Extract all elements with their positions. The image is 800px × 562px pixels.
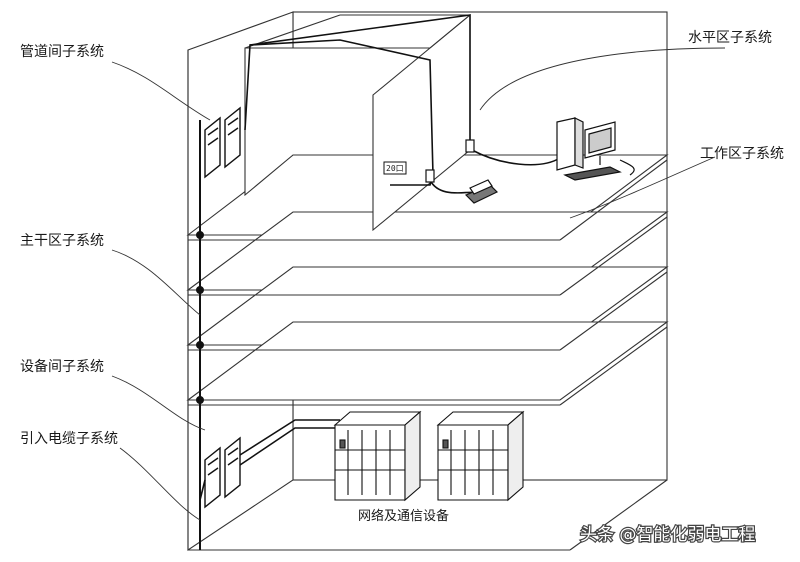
- network-rack-2: [436, 410, 525, 502]
- pc-tower-icon: [556, 117, 576, 171]
- label-horizontal-subsystem: 水平区子系统: [688, 30, 772, 46]
- leader-lines: [111, 47, 726, 521]
- label-work-area-subsystem: 工作区子系统: [700, 146, 784, 162]
- label-pipe-room-subsystem: 管道间子系统: [20, 44, 104, 60]
- label-backbone-subsystem: 主干区子系统: [20, 233, 104, 249]
- pipe-room-patch-panel: [204, 106, 241, 179]
- label-network-equipment: 网络及通信设备: [358, 508, 449, 524]
- keyboard-icon: [563, 166, 622, 181]
- room-back-wall: [244, 47, 431, 197]
- label-cable-entry-subsystem: 引入电缆子系统: [20, 431, 118, 447]
- equipment-room-cabling: [199, 419, 340, 501]
- watermark: 头条 @智能化弱电工程: [580, 525, 755, 545]
- label-equipment-room-subsystem: 设备间子系统: [20, 358, 104, 375]
- network-rack-1: [333, 410, 422, 502]
- wall-outlet-1: [465, 139, 475, 153]
- equipment-room-patch-panel: [204, 436, 241, 509]
- computer-workstation-icon: [556, 117, 635, 181]
- wall-outlet-2: [425, 169, 435, 183]
- backbone-riser-cable: [196, 120, 204, 550]
- floor-slabs: [186, 154, 669, 406]
- top-floor-room: [244, 13, 471, 232]
- outlet-tag: 20口: [383, 161, 407, 175]
- svg-text:20口: 20口: [386, 164, 404, 173]
- floor-slab-1: [186, 321, 669, 401]
- telephone-icon: [464, 179, 499, 204]
